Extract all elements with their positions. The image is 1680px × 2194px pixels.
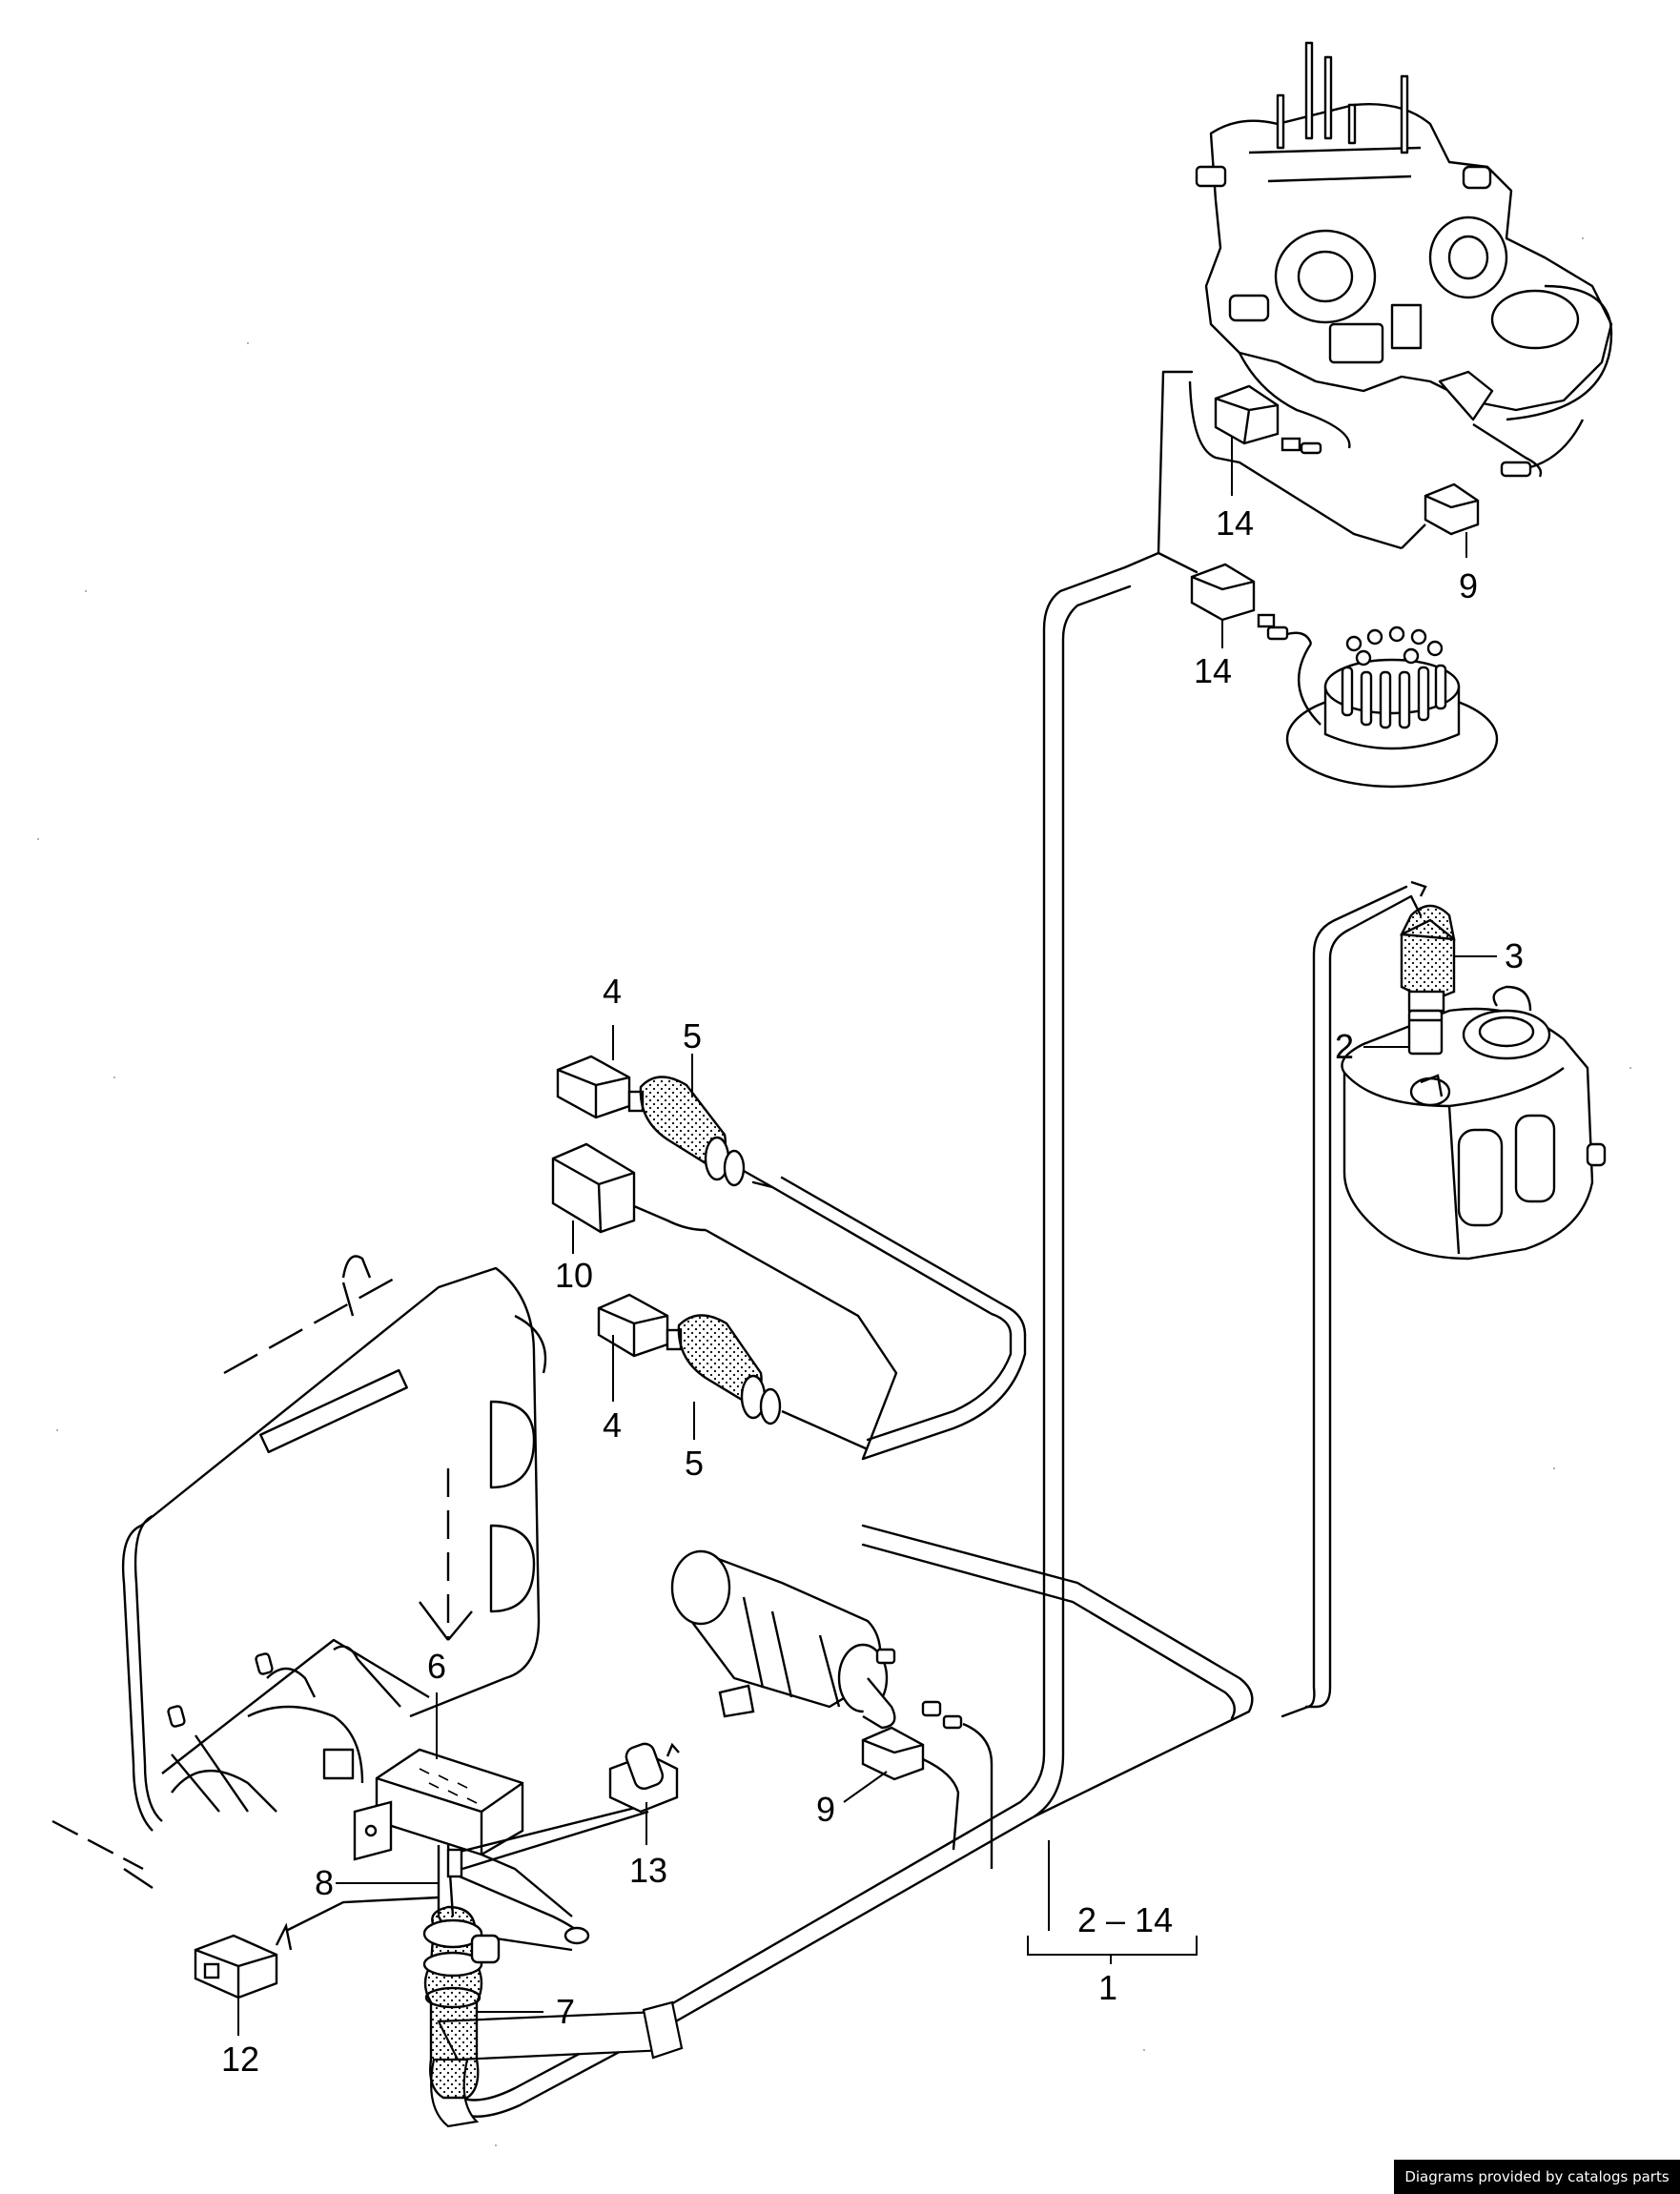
sleeve-7	[422, 1905, 501, 2100]
leader-9b	[843, 1771, 888, 1803]
range-bracket	[1027, 1936, 1198, 1964]
callouts: 14 9 14 3 2 4 5 10 4 5 6 9 13 8 7 12 2 –…	[221, 503, 1524, 2079]
callout-14-lower: 14	[1194, 651, 1232, 690]
callout-6: 6	[427, 1647, 446, 1686]
background-speckle	[37, 237, 1631, 2146]
callout-14-upper: 14	[1216, 503, 1254, 543]
temp-sensor-3	[1400, 880, 1456, 1013]
connector-12	[194, 1896, 440, 1999]
connector-4-lower	[597, 1293, 683, 1358]
callout-8: 8	[315, 1863, 334, 1902]
boot-5-lower	[677, 1314, 869, 1451]
connector-13	[608, 1742, 680, 1814]
boot-5-upper	[639, 1076, 773, 1189]
coolant-tank-illustration	[1341, 985, 1607, 1261]
sensor-seal-2	[1407, 1009, 1444, 1056]
callout-13: 13	[629, 1851, 667, 1890]
callout-range-2-14: 2 – 14	[1077, 1900, 1173, 1939]
callout-9-upper: 9	[1459, 566, 1478, 605]
connector-9-lower	[861, 1700, 994, 1869]
callout-2: 2	[1335, 1027, 1354, 1066]
callout-4-upper: 4	[603, 972, 622, 1011]
leader-lines	[237, 437, 1497, 2036]
callout-5-lower: 5	[685, 1444, 704, 1483]
distributor-cap-illustration	[1285, 625, 1499, 789]
throttle-body-illustration	[1195, 41, 1613, 478]
relay-6	[353, 1748, 524, 1861]
callout-3: 3	[1505, 936, 1524, 975]
connector-9-upper	[1401, 419, 1585, 549]
connector-4-upper	[556, 1055, 645, 1119]
callout-7: 7	[556, 1992, 575, 2031]
callout-9-lower: 9	[816, 1790, 835, 1829]
connector-14-lower	[1190, 563, 1313, 645]
connector-10	[551, 1142, 898, 1460]
connector-14-upper	[1188, 380, 1403, 550]
callout-1: 1	[1098, 1968, 1117, 2007]
ignition-coil-illustration	[670, 1549, 896, 1730]
callout-12: 12	[221, 2040, 259, 2079]
callout-5-upper: 5	[683, 1016, 702, 1056]
callout-10: 10	[555, 1256, 593, 1295]
credit-banner: Diagrams provided by catalogs parts	[1394, 2160, 1680, 2194]
callout-4-lower: 4	[603, 1405, 622, 1445]
mounting-bracket-illustration	[51, 1255, 547, 1889]
